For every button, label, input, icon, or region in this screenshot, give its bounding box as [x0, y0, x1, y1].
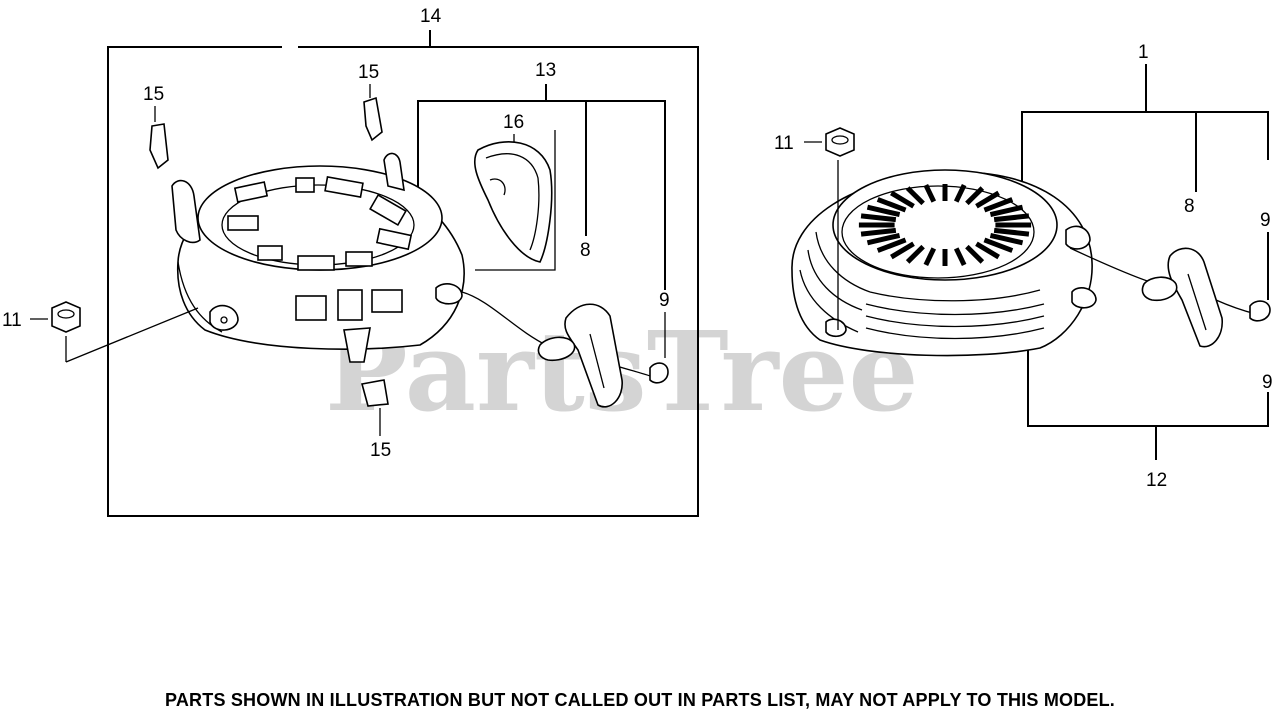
- callout-16: 16: [503, 112, 524, 133]
- callout-9-left: 9: [659, 290, 670, 311]
- vent-slot: [983, 197, 1014, 213]
- callout-11-left: 11: [2, 310, 22, 331]
- right-starter-grip: [1069, 247, 1271, 348]
- vent-slot: [993, 227, 1030, 237]
- right-flange-nut: [804, 127, 855, 330]
- callout-9-right-top: 9: [1260, 210, 1271, 231]
- right-housing-vent-slots: [858, 183, 1032, 267]
- callout-9-right-bottom: 9: [1262, 372, 1273, 393]
- left-starter-grip: [461, 291, 669, 408]
- vent-slot: [890, 241, 915, 260]
- callout-12: 12: [1146, 470, 1167, 491]
- vent-slot: [953, 183, 967, 203]
- left-flange-nut: [30, 301, 199, 363]
- vent-slot: [890, 190, 915, 209]
- vent-slot: [983, 237, 1014, 253]
- clip-top-left: [149, 106, 169, 170]
- left-starter-housing: [171, 152, 465, 363]
- handle-group-bracket: [417, 84, 666, 290]
- vent-slot: [989, 232, 1024, 246]
- vent-slot: [965, 244, 985, 264]
- vent-slot: [923, 247, 937, 267]
- handle-insert-part: [473, 141, 553, 263]
- vent-slot: [923, 183, 937, 203]
- vent-slot: [876, 237, 907, 253]
- vent-slot: [975, 241, 1000, 260]
- callout-15-top-left: 15: [143, 84, 164, 105]
- callout-8-right: 8: [1184, 196, 1195, 217]
- vent-slot: [860, 213, 897, 223]
- vent-slot: [866, 204, 901, 218]
- vent-slot: [953, 247, 967, 267]
- footer-disclaimer: PARTS SHOWN IN ILLUSTRATION BUT NOT CALL…: [164, 690, 1116, 710]
- vent-slot: [993, 213, 1030, 223]
- vent-slot: [866, 232, 901, 246]
- vent-slot: [905, 186, 925, 206]
- callout-1: 1: [1138, 42, 1149, 63]
- vent-slot: [876, 197, 907, 213]
- callout-11-right: 11: [774, 133, 794, 154]
- callout-15-bottom: 15: [370, 440, 391, 461]
- vent-slot: [975, 190, 1000, 209]
- callout-13: 13: [535, 60, 556, 81]
- callout-15-top-mid: 15: [358, 62, 379, 83]
- vent-slot: [860, 227, 897, 237]
- vent-slot: [989, 204, 1024, 218]
- clip-top-mid: [363, 84, 383, 142]
- vent-slot: [965, 186, 985, 206]
- callout-8-left: 8: [580, 240, 591, 261]
- left-assembly-frame: [107, 30, 699, 517]
- callout-14: 14: [420, 6, 442, 27]
- vent-slot: [905, 244, 925, 264]
- clip-bottom: [360, 379, 389, 436]
